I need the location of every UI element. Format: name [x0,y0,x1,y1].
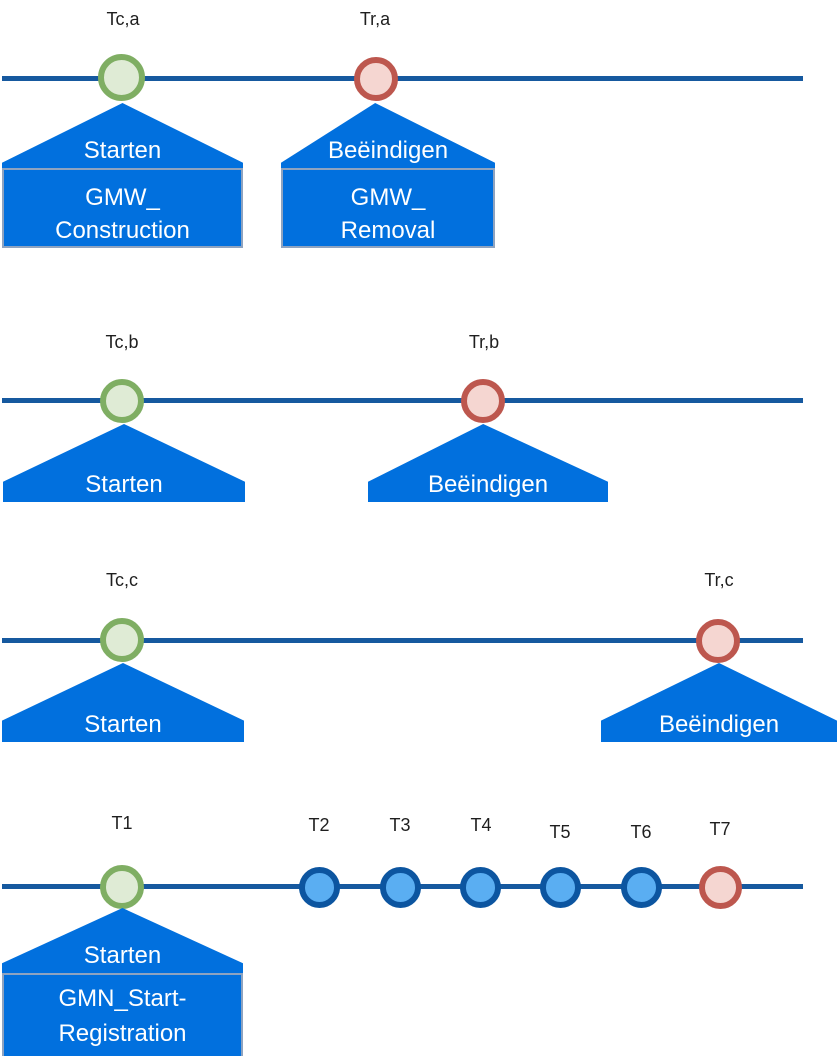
label-tr-b: Tr,b [468,332,500,352]
label-t5: T5 [549,822,571,842]
event-marker-t2 [299,867,340,908]
label-t3: T3 [389,815,411,835]
event-marker-tr-a [354,57,398,101]
event-marker-t6 [621,867,662,908]
label-t1: T1 [111,813,133,833]
callout-box-gmw-removal: GMW_ Removal [281,168,495,248]
pentagon-beeindigen-b: Beëindigen [368,424,608,502]
pentagon-starten-c: Starten [2,663,244,742]
callout-box-gmn-start-registration: GMN_Start- Registration [2,973,243,1056]
event-marker-t7 [699,866,742,909]
event-marker-tr-b [461,379,505,423]
label-t4: T4 [470,815,492,835]
event-marker-t3 [380,867,421,908]
timeline-b-line [2,398,803,403]
timeline-a-line [2,76,803,81]
event-marker-tc-b [100,379,144,423]
event-marker-t1 [100,865,144,909]
label-t2: T2 [308,815,330,835]
label-tc-a: Tc,a [106,9,140,29]
pentagon-beeindigen-c: Beëindigen [601,663,837,742]
event-marker-tr-c [696,619,740,663]
event-marker-t5 [540,867,581,908]
label-tc-c: Tc,c [105,570,139,590]
label-tc-b: Tc,b [105,332,139,352]
event-marker-tc-a [98,54,145,101]
pentagon-starten-b: Starten [3,424,245,502]
label-t6: T6 [630,822,652,842]
label-t7: T7 [709,819,731,839]
pentagon-starten-d: Starten [2,908,243,973]
pentagon-starten-a: Starten [2,103,243,168]
label-tr-a: Tr,a [359,9,391,29]
event-marker-t4 [460,867,501,908]
label-tr-c: Tr,c [704,570,734,590]
pentagon-beeindigen-a: Beëindigen [281,103,495,168]
event-marker-tc-c [100,618,144,662]
callout-box-gmw-construction: GMW_ Construction [2,168,243,248]
timeline-c-line [2,638,803,643]
